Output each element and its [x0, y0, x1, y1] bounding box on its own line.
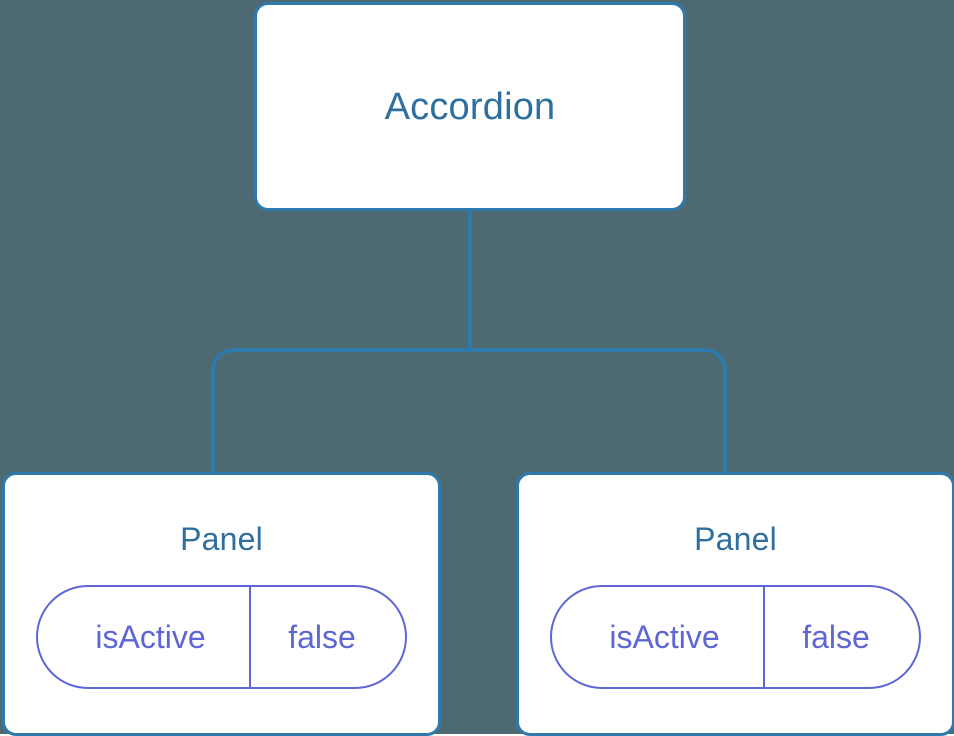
prop-key: isActive	[552, 587, 765, 687]
prop-value: false	[802, 619, 870, 655]
node-title: Panel	[180, 521, 263, 557]
node-panel-1[interactable]: Panel isActive false	[2, 472, 441, 736]
node-title: Accordion	[384, 85, 556, 128]
node-panel-2[interactable]: Panel isActive false	[516, 472, 954, 736]
edge-bus-to-panel-1	[211, 348, 470, 474]
node-title: Panel	[694, 521, 777, 557]
prop-value: false	[288, 619, 356, 655]
edge-bus-to-panel-2	[470, 348, 727, 474]
prop-badge[interactable]: isActive false	[550, 585, 921, 689]
prop-badge[interactable]: isActive false	[36, 585, 407, 689]
prop-key: isActive	[38, 587, 251, 687]
node-accordion[interactable]: Accordion	[254, 2, 686, 211]
